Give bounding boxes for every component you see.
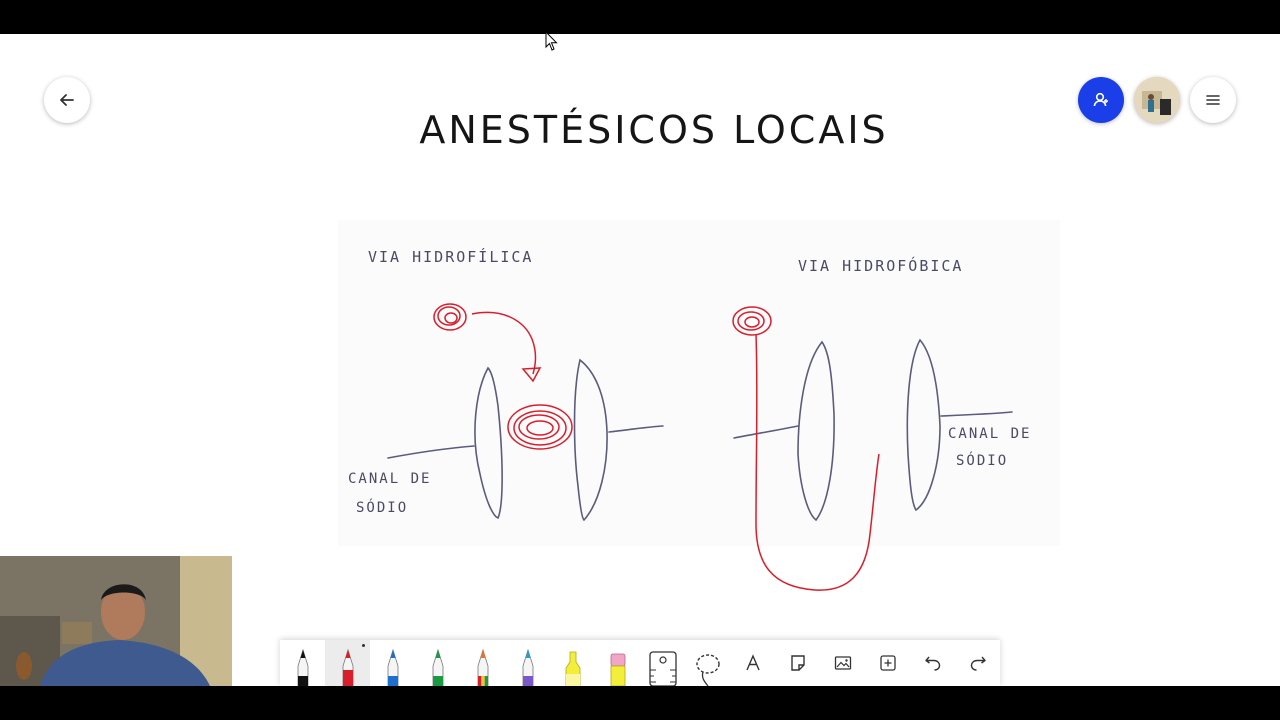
add-tool[interactable]: [865, 640, 910, 686]
pen-icon: [522, 648, 533, 686]
pen-icon: [432, 648, 443, 686]
whiteboard-canvas[interactable]: ANESTÉSICOS LOCAIS: [0, 34, 1280, 686]
rainbow-pen[interactable]: [460, 640, 505, 686]
highlighter[interactable]: [550, 640, 595, 686]
presenter-video: [0, 556, 232, 686]
selected-indicator: [362, 644, 365, 647]
ruler-icon: [648, 651, 677, 686]
paper-background: [338, 220, 1060, 546]
board-title: ANESTÉSICOS LOCAIS: [419, 108, 889, 152]
black-pen[interactable]: [280, 640, 325, 686]
green-pen[interactable]: [415, 640, 460, 686]
ruler-tool[interactable]: [640, 640, 685, 686]
blue-pen[interactable]: [370, 640, 415, 686]
anesthetic-molecules: [433, 303, 880, 591]
pen-icon: [342, 648, 353, 686]
image-icon: [834, 656, 851, 670]
back-button[interactable]: [44, 77, 90, 123]
hamburger-icon: [1206, 95, 1220, 105]
canal-label-right-line2: SÓDIO: [956, 453, 1009, 469]
sticky-note-tool[interactable]: [775, 640, 820, 686]
top-black-bar: [0, 0, 1280, 34]
text-icon: [745, 654, 760, 671]
redo-icon: [970, 656, 986, 671]
undo-icon: [924, 656, 940, 671]
text-tool[interactable]: [730, 640, 775, 686]
red-pen[interactable]: [325, 640, 370, 686]
pen-icon: [387, 648, 398, 686]
hydrophobic-path-label: VIA HIDROFÓBICA: [798, 257, 964, 275]
add-person-icon: [1093, 92, 1108, 107]
sticky-note-icon: [790, 655, 805, 671]
drawing-toolbar: [280, 640, 1000, 686]
undo-button[interactable]: [910, 640, 955, 686]
image-tool[interactable]: [820, 640, 865, 686]
redo-button[interactable]: [955, 640, 1000, 686]
menu-button[interactable]: [1190, 77, 1236, 123]
bottom-black-bar: [0, 686, 1280, 720]
eraser[interactable]: [595, 640, 640, 686]
lasso-tool[interactable]: [685, 640, 730, 686]
pen-icon: [477, 648, 488, 686]
right-sodium-channel: [733, 338, 1013, 522]
eraser-icon: [610, 653, 625, 686]
left-sodium-channel: [387, 358, 664, 522]
webcam-feed: [0, 556, 232, 686]
invite-button[interactable]: [1078, 77, 1124, 123]
profile-photo: [1134, 77, 1180, 123]
mouse-cursor-icon: [545, 31, 558, 51]
hydrophilic-path-label: VIA HIDROFÍLICA: [368, 248, 534, 266]
canal-label-left-line1: CANAL DE: [348, 471, 432, 487]
avatar[interactable]: [1134, 77, 1180, 123]
ink-drawing: [387, 303, 1013, 591]
canal-label-left-line2: SÓDIO: [356, 500, 409, 516]
lasso-icon: [695, 654, 720, 686]
arrow-left-icon: [60, 94, 74, 106]
canal-label-right-line1: CANAL DE: [948, 426, 1032, 442]
galaxy-pen[interactable]: [505, 640, 550, 686]
highlighter-icon: [565, 651, 580, 686]
pen-icon: [297, 648, 308, 686]
add-icon: [879, 655, 896, 671]
